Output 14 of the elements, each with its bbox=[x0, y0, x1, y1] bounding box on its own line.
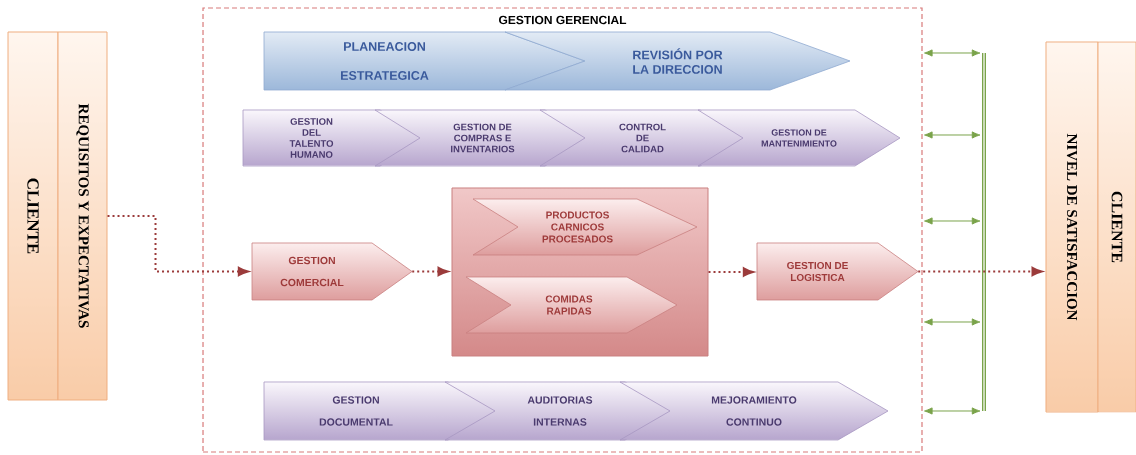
double-arrow bbox=[924, 217, 981, 225]
double-arrow bbox=[924, 49, 981, 57]
double-arrow bbox=[924, 318, 981, 326]
double-arrow bbox=[924, 131, 981, 139]
text-column: CLIENTE bbox=[1097, 41, 1136, 413]
text-column: CLIENTE bbox=[7, 31, 59, 401]
text-column: REQUISITOS Y EXPECTATIVAS bbox=[57, 31, 108, 401]
dotted-arrow bbox=[707, 267, 754, 277]
double-arrow bbox=[924, 407, 981, 415]
vertical-bar bbox=[982, 52, 986, 412]
dotted-arrow bbox=[411, 266, 449, 277]
text-column: NIVEL DE SATISFACCION bbox=[1045, 41, 1099, 413]
dotted-arrow bbox=[917, 266, 1043, 277]
frame-title: GESTION GERENCIAL bbox=[499, 15, 627, 25]
